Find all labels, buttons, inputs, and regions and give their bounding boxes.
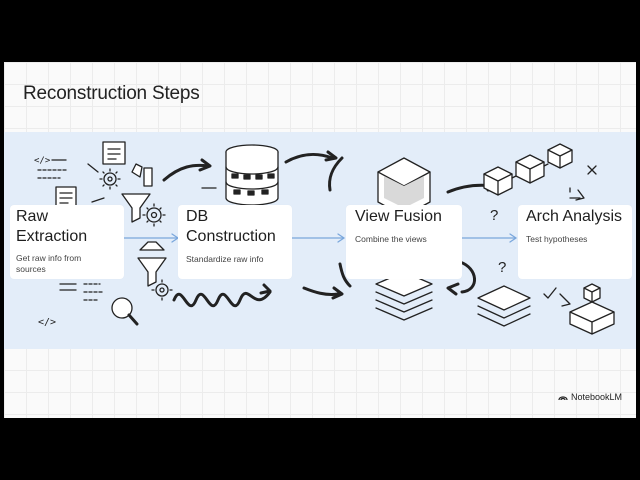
step-card-arch-analysis: Arch Analysis Test hypotheses (518, 205, 632, 279)
diagram-illustrations: </> (34, 141, 615, 335)
question-icon: ? (498, 259, 506, 276)
step-description: Test hypotheses (526, 234, 588, 244)
code-lines-icon (83, 283, 105, 301)
step-description: Get raw info from (16, 253, 82, 263)
step-card-db-construction: DB Construction Standardize raw info (178, 205, 292, 279)
slide: Reconstruction Steps </> (4, 62, 636, 418)
wavy-arrow (172, 290, 272, 308)
step-card-raw-extraction: Raw Extraction Get raw info from sources (10, 205, 124, 279)
gear-icon (99, 168, 121, 190)
document-icon (59, 283, 77, 291)
magnifier-icon (111, 297, 139, 326)
arrowhead (446, 282, 460, 296)
curved-arrow (328, 156, 344, 192)
brand-logo: NotebookLM (558, 392, 622, 402)
curved-arrow (458, 260, 476, 294)
cross-icon (587, 165, 597, 175)
arrow-lines (87, 163, 105, 203)
layer-stack-icon (477, 285, 531, 327)
step-title: Arch Analysis (526, 208, 623, 225)
question-icon: ? (490, 207, 498, 224)
curved-arrow (162, 163, 210, 182)
step-title: Extraction (16, 228, 88, 245)
slide-title: Reconstruction Steps (23, 83, 200, 104)
block-stack-icon (569, 283, 615, 335)
step-description: sources (16, 264, 46, 274)
step-title: View Fusion (355, 208, 442, 225)
arrowhead (324, 150, 338, 162)
funnel-icon (121, 193, 151, 223)
flask-icon (131, 163, 153, 187)
step-title: DB (186, 208, 209, 225)
code-tag-icon: </> (38, 317, 56, 328)
step-title: Raw (16, 208, 49, 225)
gear-icon (142, 203, 166, 227)
layer-stack-icon (375, 271, 433, 321)
curved-arrow (338, 262, 352, 288)
gear-icon (151, 279, 173, 301)
step-card-view-fusion: View Fusion Combine the views (346, 205, 462, 279)
curved-arrow (302, 286, 340, 296)
cubes-icon (483, 143, 573, 196)
funnel-icon (137, 241, 167, 287)
arrowhead (198, 158, 212, 172)
step-description: Standardize raw info (186, 254, 264, 264)
arrow-lines (559, 293, 571, 307)
step-title: Construction (186, 228, 276, 245)
arrowhead (331, 286, 344, 300)
brand-name: NotebookLM (570, 392, 622, 402)
step-connectors (123, 233, 517, 243)
document-icon (102, 141, 126, 165)
notebooklm-icon (558, 396, 568, 401)
check-icon (543, 287, 557, 299)
database-icon (225, 144, 279, 206)
arrowhead (259, 283, 272, 295)
svg-text:</>: </> (34, 156, 51, 166)
code-snippet-icon: </> (34, 156, 67, 179)
prism-icon (377, 157, 431, 217)
arrow-lines (569, 187, 585, 201)
step-description: Combine the views (355, 234, 427, 244)
curved-arrow (284, 153, 334, 164)
